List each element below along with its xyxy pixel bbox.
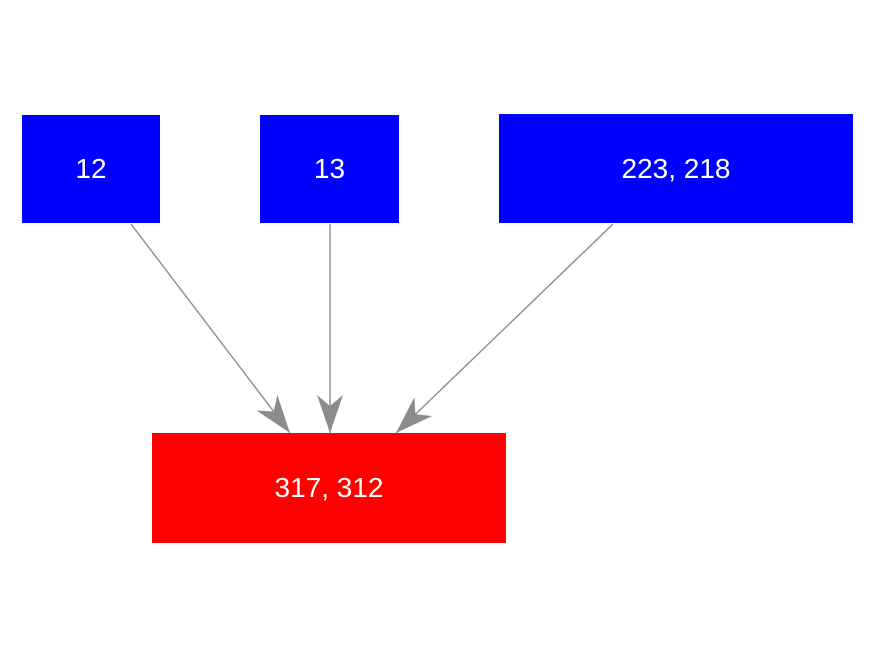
node-317-312[interactable]: 317, 312 bbox=[152, 433, 506, 543]
node-13[interactable]: 13 bbox=[260, 115, 399, 223]
node-label: 13 bbox=[313, 153, 346, 184]
node-label: 223, 218 bbox=[621, 152, 731, 184]
node-label: 317, 312 bbox=[274, 472, 384, 503]
edge-12-to-317-312[interactable] bbox=[130, 223, 291, 434]
edge-223-218-to-317-312[interactable] bbox=[395, 223, 614, 434]
node-223-218[interactable]: 223, 218 bbox=[499, 114, 853, 223]
node-label: 12 bbox=[75, 153, 107, 184]
node-12[interactable]: 12 bbox=[22, 115, 160, 223]
